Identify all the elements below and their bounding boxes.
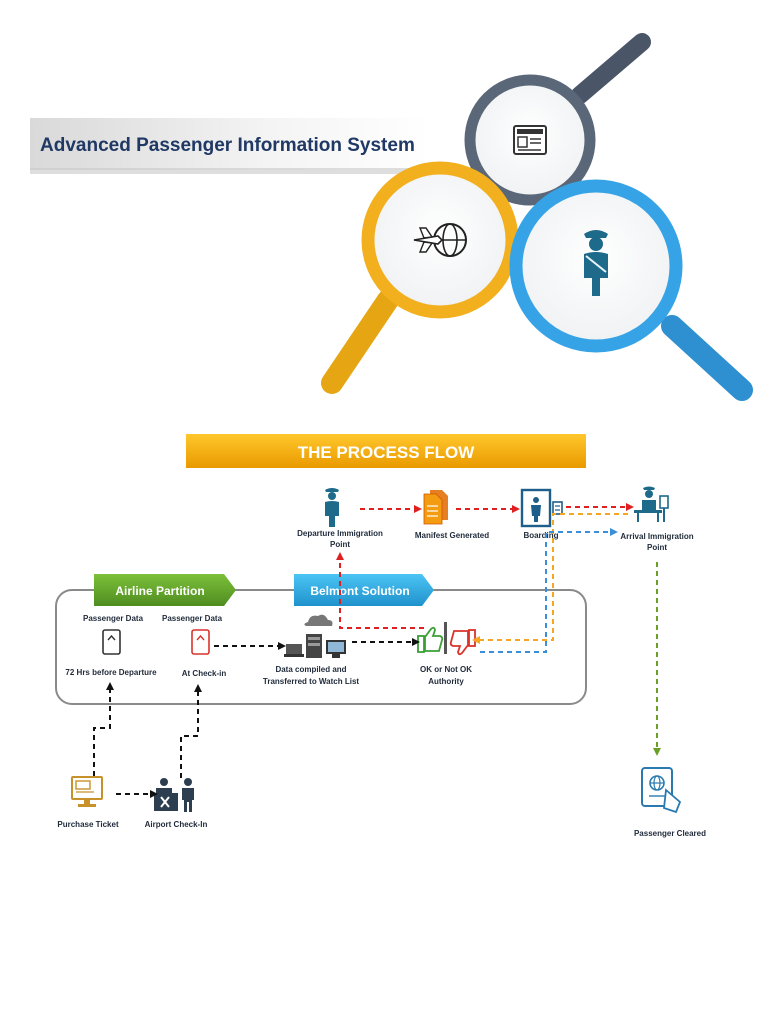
magnifier-cluster [321, 33, 753, 401]
thumbs-up-icon [417, 626, 444, 653]
immigration-desk-icon [634, 486, 669, 522]
arrival-immigration-label-2: Point [647, 543, 667, 552]
hrs-before-departure-label: 72 Hrs before Departure [65, 668, 157, 677]
purchase-ticket-label: Purchase Ticket [57, 820, 119, 829]
passport-icon [641, 767, 682, 814]
passenger-cleared-label: Passenger Cleared [634, 829, 706, 838]
data-compiled-label-1: Data compiled and [275, 665, 346, 674]
arrowhead-arrival [626, 503, 634, 511]
passenger-cleared-node: Passenger Cleared [634, 767, 706, 838]
arrowhead-arrival-blue [610, 528, 618, 536]
checkin-to-at-checkin-connector [180, 692, 199, 778]
arrival-to-authority-connector [480, 513, 628, 641]
arrival-immigration-label-1: Arrival Immigration [620, 532, 693, 541]
purchase-ticket-node: Purchase Ticket [57, 776, 119, 829]
plane-globe-icon [413, 223, 467, 257]
boarding-label: Boarding [523, 531, 558, 540]
airline-partition-label: Airline Partition [115, 584, 204, 598]
arrowhead-departure [336, 552, 344, 560]
officer-icon [325, 488, 339, 527]
arrowhead-cleared [653, 748, 661, 756]
arrowhead-data [278, 642, 286, 650]
departure-immigration-label-2: Point [330, 540, 350, 549]
departure-immigration-node: Departure Immigration Point [297, 488, 383, 549]
belmont-solution-label: Belmont Solution [310, 584, 409, 598]
process-flow-heading: THE PROCESS FLOW [298, 443, 476, 462]
magnifier-gray [464, 33, 651, 206]
airport-checkin-node: Airport Check-In [145, 778, 208, 829]
airline-partition-tab: Airline Partition [94, 574, 236, 606]
id-card-icon [513, 125, 547, 155]
boarding-door-icon [520, 488, 563, 528]
arrowhead-authority [412, 638, 420, 646]
document-icon [191, 629, 210, 655]
officer-icon [584, 230, 608, 296]
at-checkin-label: At Check-in [182, 669, 227, 678]
page-title: Advanced Passenger Information System [40, 135, 415, 156]
ok-not-ok-node: OK or Not OK Authority [417, 622, 476, 686]
process-flow-banner: THE PROCESS FLOW [186, 434, 586, 468]
data-compiled-label-2: Transferred to Watch List [263, 677, 360, 686]
passenger-data-label-2: Passenger Data [162, 614, 223, 623]
airport-checkin-label: Airport Check-In [145, 820, 208, 829]
ok-not-ok-label-1: OK or Not OK [420, 665, 472, 674]
arrival-immigration-node: Arrival Immigration Point [620, 486, 694, 552]
purchase-to-hrs-connector [93, 690, 111, 776]
computer-icon [71, 776, 103, 807]
servers-icon [284, 614, 346, 658]
authority-divider [444, 622, 447, 654]
arrowheads [106, 503, 661, 798]
passenger-data-label-1: Passenger Data [83, 614, 144, 623]
boarding-node: Boarding [520, 488, 563, 540]
manifest-node: Manifest Generated [415, 490, 489, 540]
magnifier-blue [509, 179, 753, 401]
magnifier-gold [321, 161, 519, 394]
document-icon [423, 490, 448, 525]
ok-not-ok-label-2: Authority [428, 677, 464, 686]
title-bar: Advanced Passenger Information System [30, 118, 430, 174]
authority-to-arrival-connector [480, 531, 610, 653]
document-icon [102, 629, 121, 655]
data-compiled-node: Data compiled and Transferred to Watch L… [263, 614, 360, 686]
passenger-data-node-2: Passenger Data At Check-in [162, 614, 226, 678]
thumbs-down-icon [449, 629, 476, 656]
checkin-desk-icon [154, 778, 194, 812]
departure-immigration-label-1: Departure Immigration [297, 529, 383, 538]
authority-to-departure-connector [339, 560, 424, 629]
flow-connectors [93, 506, 658, 795]
belmont-solution-tab: Belmont Solution [294, 574, 434, 606]
arrowhead-manifest [414, 505, 422, 513]
arrowhead-authority-return [472, 636, 480, 644]
arrowhead-hrs [106, 682, 114, 690]
arrowhead-checkin [150, 790, 158, 798]
passenger-data-node-1: Passenger Data 72 Hrs before Departure [65, 614, 157, 677]
arrowhead-at-checkin [194, 684, 202, 692]
arrowhead-boarding [512, 505, 520, 513]
manifest-label: Manifest Generated [415, 531, 489, 540]
